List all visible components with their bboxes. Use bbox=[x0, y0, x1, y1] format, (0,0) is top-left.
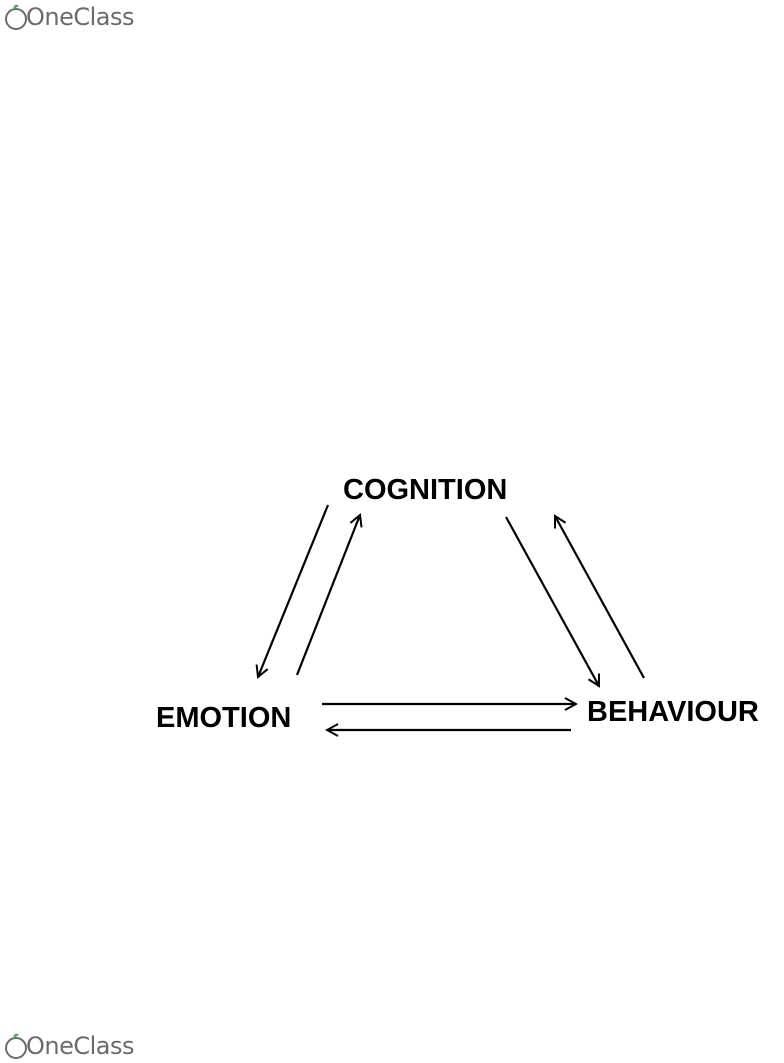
arrow-cognition-to-behaviour bbox=[506, 517, 599, 686]
brand-name: OneClass bbox=[26, 1032, 134, 1060]
arrow-emotion-to-cognition bbox=[297, 515, 360, 675]
arrow-behaviour-to-cognition bbox=[555, 516, 644, 678]
oneclass-logo-bottom: OneClass bbox=[4, 1031, 134, 1061]
node-emotion: EMOTION bbox=[156, 702, 291, 734]
oneclass-leaf-icon bbox=[4, 1032, 30, 1060]
node-behaviour: BEHAVIOUR bbox=[587, 696, 759, 728]
node-cognition: COGNITION bbox=[343, 474, 507, 506]
arrow-cognition-to-emotion bbox=[258, 505, 328, 677]
